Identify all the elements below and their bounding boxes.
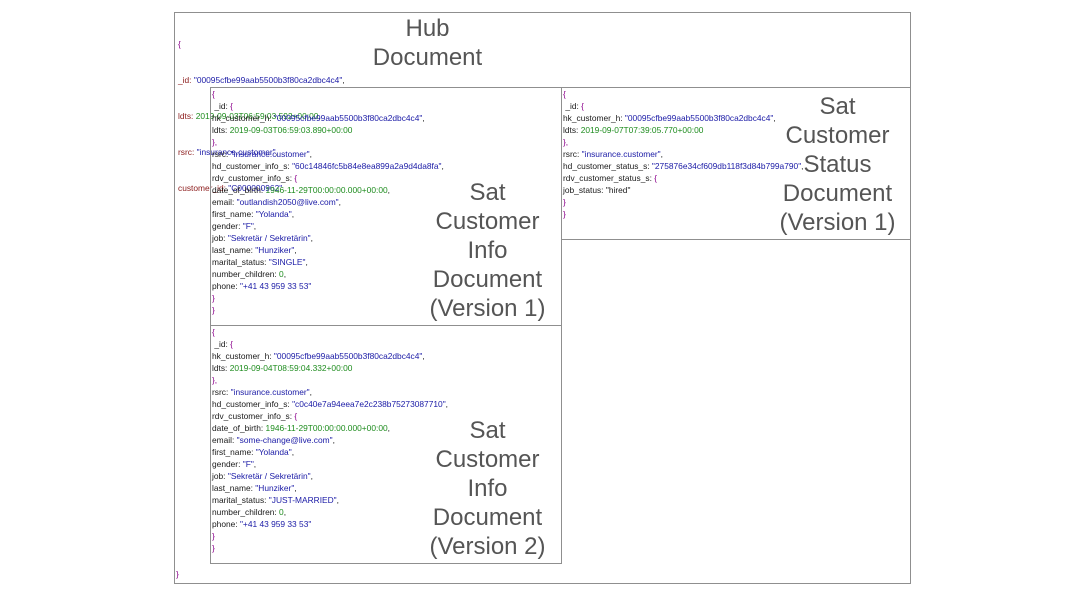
sat-info-v2-json: { _id: { hk_customer_h: "00095cfbe99aab55… <box>212 326 448 554</box>
hub-closing-brace: } <box>176 569 179 579</box>
json-line: rsrc: "insurance.customer", <box>563 149 663 159</box>
json-line: } <box>212 305 215 315</box>
json-line: hd_customer_status_s: "275876e34cf609db1… <box>563 161 804 171</box>
sat-status-v1-title: Sat Customer Status Document (Version 1) <box>779 93 896 236</box>
sat-info-v2-box <box>210 325 562 564</box>
json-line: rdv_customer_info_s: { <box>212 411 298 421</box>
json-line: email: "outlandish2050@live.com", <box>212 197 341 207</box>
json-line: } <box>212 531 215 541</box>
json-line: rsrc: "insurance.customer", <box>212 387 312 397</box>
json-line: number_children: 0, <box>212 269 287 279</box>
sat-status-v1-json: { _id: { hk_customer_h: "00095cfbe99aab55… <box>563 88 804 220</box>
hub-json: { _id: "00095cfbe99aab5500b3f80ca2dbc4c4… <box>178 14 345 206</box>
json-line: _id: { <box>212 339 233 349</box>
json-line: date_of_birth: 1946-11-29T00:00:00.000+0… <box>212 185 390 195</box>
json-line: ldts: 2019-09-07T07:39:05.770+00:00 <box>563 125 704 135</box>
json-line: _id: { <box>212 101 233 111</box>
json-line: phone: "+41 43 959 33 53" <box>212 519 312 529</box>
json-line: } <box>212 543 215 553</box>
hub-field-id: _id: "00095cfbe99aab5500b3f80ca2dbc4c4", <box>178 75 345 85</box>
json-line: }, <box>212 137 218 147</box>
json-line: } <box>563 197 566 207</box>
json-line: date_of_birth: 1946-11-29T00:00:00.000+0… <box>212 423 390 433</box>
json-line: { <box>563 89 566 99</box>
json-line: rdv_customer_status_s: { <box>563 173 658 183</box>
json-line: number_children: 0, <box>212 507 287 517</box>
json-line: job: "Sekretär / Sekretärin", <box>212 471 313 481</box>
json-line: first_name: "Yolanda", <box>212 209 295 219</box>
json-line: ldts: 2019-09-04T08:59:04.332+00:00 <box>212 363 353 373</box>
json-line: _id: { <box>563 101 584 111</box>
json-line: job: "Sekretär / Sekretärin", <box>212 233 313 243</box>
json-line: email: "some-change@live.com", <box>212 435 335 445</box>
hub-document-box <box>174 12 911 584</box>
json-line: last_name: "Hunziker", <box>212 245 297 255</box>
json-line: }, <box>563 137 569 147</box>
json-line: }, <box>212 375 218 385</box>
json-line: phone: "+41 43 959 33 53" <box>212 281 312 291</box>
json-line: ldts: 2019-09-03T06:59:03.890+00:00 <box>212 125 353 135</box>
json-line: } <box>563 209 566 219</box>
json-line: hk_customer_h: "00095cfbe99aab5500b3f80c… <box>212 351 425 361</box>
json-line: last_name: "Hunziker", <box>212 483 297 493</box>
sat-info-v1-title: Sat Customer Info Document (Version 1) <box>429 179 546 322</box>
sat-info-v1-json: { _id: { hk_customer_h: "00095cfbe99aab55… <box>212 88 444 316</box>
json-line: { <box>212 327 215 337</box>
sat-status-v1-box <box>561 87 911 240</box>
json-line: first_name: "Yolanda", <box>212 447 295 457</box>
json-line: { <box>212 89 215 99</box>
json-line: hk_customer_h: "00095cfbe99aab5500b3f80c… <box>563 113 776 123</box>
json-line: marital_status: "SINGLE", <box>212 257 308 267</box>
hub-field-ldts: ldts: 2019-09-03T06:59:03.592+00:00, <box>178 111 321 121</box>
json-line: job_status: "hired" <box>563 185 631 195</box>
json-line: marital_status: "JUST-MARRIED", <box>212 495 339 505</box>
json-line: gender: "F", <box>212 221 257 231</box>
json-line: rdv_customer_info_s: { <box>212 173 298 183</box>
hub-title: Hub Document <box>372 15 483 71</box>
hub-field-customer-id: customer_id: "C000000962" <box>178 183 283 193</box>
json-line: rsrc: "insurance.customer", <box>212 149 312 159</box>
json-line: gender: "F", <box>212 459 257 469</box>
json-line: hd_customer_info_s: "c0c40e7a94eea7e2c23… <box>212 399 448 409</box>
json-line: hd_customer_info_s: "60c14846fc5b84e8ea8… <box>212 161 444 171</box>
json-line: } <box>212 293 215 303</box>
hub-field-rsrc: rsrc: "insurance.customer", <box>178 147 278 157</box>
brace-open: { <box>178 39 181 49</box>
json-line: hk_customer_h: "00095cfbe99aab5500b3f80c… <box>212 113 425 123</box>
sat-info-v2-title: Sat Customer Info Document (Version 2) <box>429 417 546 560</box>
